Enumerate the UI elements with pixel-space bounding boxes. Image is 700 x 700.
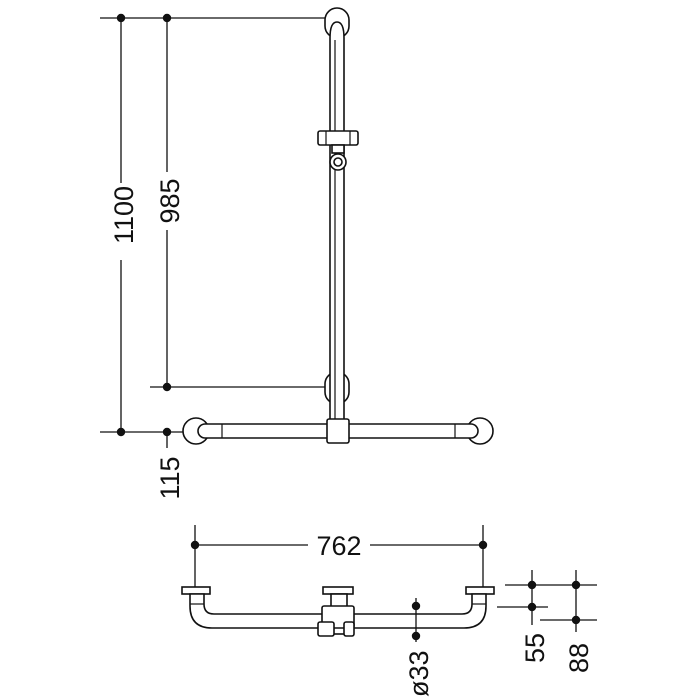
- horizontal-bar: [182, 417, 494, 445]
- projection-dimension-lines: [497, 570, 597, 632]
- front-view: 1100 985 115: [100, 7, 494, 500]
- dimension-rail-height: 985: [155, 178, 185, 223]
- dimension-bar-offset: 115: [155, 456, 185, 499]
- dimension-total-height: 1100: [109, 186, 139, 244]
- bar-top-view: [181, 586, 495, 637]
- top-view: 762 ø33: [181, 525, 597, 697]
- diameter-dimension-lines: [411, 598, 421, 642]
- dimension-projection-large: 88: [564, 643, 594, 673]
- dimension-tube-diameter: ø33: [404, 650, 434, 697]
- vertical-rail: [324, 7, 350, 426]
- width-dimension-lines: [190, 525, 488, 590]
- dimension-projection-small: 55: [520, 633, 550, 663]
- dimension-width: 762: [316, 531, 361, 561]
- shower-head-holder: [317, 130, 359, 171]
- front-dimension-lines: [100, 13, 330, 448]
